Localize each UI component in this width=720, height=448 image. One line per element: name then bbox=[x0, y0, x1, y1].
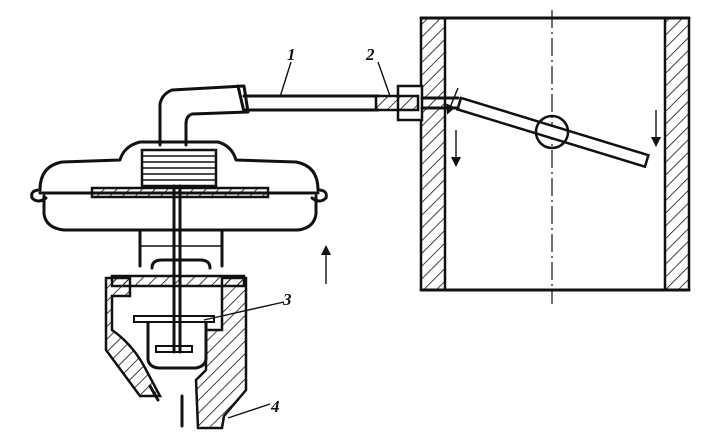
throttle-left-wall bbox=[419, 16, 447, 292]
throttle-right-wall bbox=[663, 16, 691, 292]
throttle-plate bbox=[455, 96, 650, 169]
label-valve: 3 bbox=[282, 290, 292, 309]
leader-3 bbox=[203, 301, 285, 321]
fitting bbox=[374, 84, 460, 122]
label-fitting: 2 bbox=[365, 45, 375, 64]
vacuum-tube bbox=[158, 84, 380, 147]
leader-2 bbox=[377, 61, 391, 97]
leader-4 bbox=[227, 403, 271, 419]
throttle-body bbox=[419, 10, 691, 304]
spring bbox=[140, 148, 218, 188]
label-tube: 1 bbox=[287, 45, 296, 64]
lower-housing bbox=[104, 258, 248, 430]
throttle-shaft bbox=[534, 114, 570, 150]
label-housing: 4 bbox=[270, 397, 280, 416]
leader-1 bbox=[279, 61, 292, 98]
